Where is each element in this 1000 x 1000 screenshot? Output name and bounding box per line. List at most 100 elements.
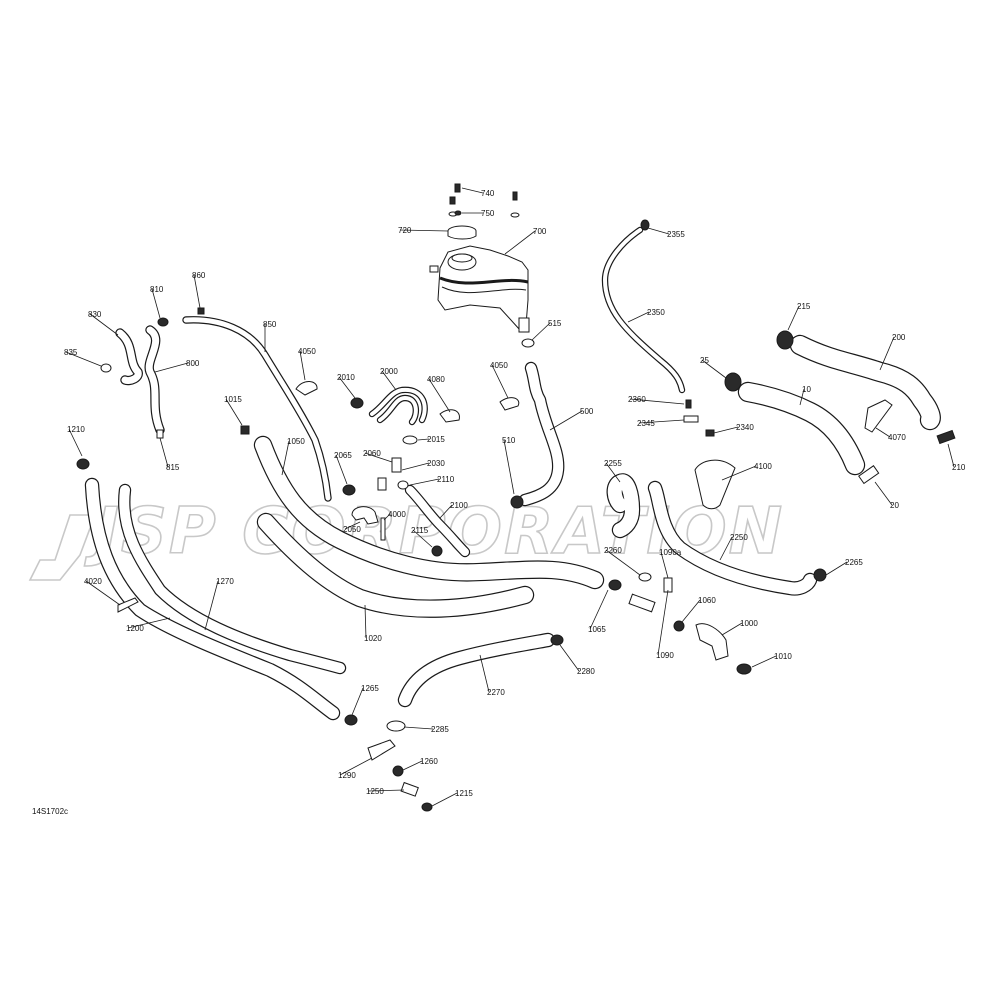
callout-4100[interactable]: 4100 [754,462,772,471]
bracket-4070 [864,399,893,433]
callout-1215[interactable]: 1215 [455,789,473,798]
hose-2250[interactable] [647,480,818,596]
callout-515[interactable]: 515 [548,319,562,328]
hose-850[interactable] [182,316,332,502]
callout-2355[interactable]: 2355 [667,230,685,239]
callout-1200[interactable]: 1200 [126,624,144,633]
callout-1020[interactable]: 1020 [364,634,382,643]
leader-2100 [439,504,453,519]
callout-510[interactable]: 510 [502,436,516,445]
callout-4050a[interactable]: 4050 [298,347,316,356]
callout-2360[interactable]: 2360 [628,395,646,404]
callout-2115[interactable]: 2115 [411,526,429,535]
callout-2260[interactable]: 2260 [604,546,622,555]
callout-4080[interactable]: 4080 [427,375,445,384]
callout-4050b[interactable]: 4050 [490,361,508,370]
callout-500[interactable]: 500 [580,407,594,416]
callout-1090[interactable]: 1090 [656,651,674,660]
callout-700[interactable]: 700 [533,227,547,236]
hose-1200[interactable] [84,477,341,721]
leader-1090 [657,589,669,656]
callout-2285[interactable]: 2285 [431,725,449,734]
reservoir-cap[interactable] [447,225,477,240]
hose-2255[interactable] [606,473,641,539]
hose-1050[interactable] [253,435,605,590]
callout-2060[interactable]: 2060 [363,449,381,458]
callout-200[interactable]: 200 [892,333,906,342]
callout-2340[interactable]: 2340 [736,423,754,432]
callout-1065[interactable]: 1065 [588,625,606,634]
callout-2265[interactable]: 2265 [845,558,863,567]
callout-2100[interactable]: 2100 [450,501,468,510]
callout-2050[interactable]: 2050 [343,525,361,534]
leader-1270 [204,580,219,631]
callout-25[interactable]: 25 [700,356,709,365]
callout-1010[interactable]: 1010 [774,652,792,661]
hose-2350[interactable] [601,226,686,394]
hose-1020[interactable] [256,512,535,618]
leader-4080 [428,378,451,413]
hose-200[interactable] [789,334,941,431]
callout-1050[interactable]: 1050 [287,437,305,446]
leader-835 [65,351,102,367]
leader-215 [787,305,800,331]
callout-2250[interactable]: 2250 [730,533,748,542]
callout-2030[interactable]: 2030 [427,459,445,468]
callout-850[interactable]: 850 [263,320,277,329]
clamp-515 [521,338,535,348]
callout-750[interactable]: 750 [481,209,495,218]
hose-800[interactable] [144,325,165,435]
callout-860[interactable]: 860 [192,271,206,280]
hose-10[interactable] [737,381,866,476]
callout-20[interactable]: 20 [890,501,899,510]
callout-1090a[interactable]: 1090a [659,548,682,557]
callout-10[interactable]: 10 [802,385,811,394]
callout-740[interactable]: 740 [481,189,495,198]
hose-clamps[interactable] [76,219,827,812]
callout-1270[interactable]: 1270 [216,577,234,586]
leader-1010 [751,655,777,668]
hose-500[interactable] [518,361,565,507]
callout-2280[interactable]: 2280 [577,667,595,676]
hose-2100[interactable] [404,484,471,558]
callout-2345[interactable]: 2345 [637,419,655,428]
leader-2010 [338,376,356,399]
callout-2000[interactable]: 2000 [380,367,398,376]
callout-2110[interactable]: 2110 [437,475,455,484]
coolant-reservoir[interactable] [429,245,530,333]
callout-1265[interactable]: 1265 [361,684,379,693]
callout-1290[interactable]: 1290 [338,771,356,780]
callout-215[interactable]: 215 [797,302,811,311]
hose-2000[interactable] [368,386,428,426]
callout-4020[interactable]: 4020 [84,577,102,586]
hose-2270[interactable] [397,632,556,708]
leader-720 [399,229,449,232]
bolts-and-washers[interactable] [448,183,520,218]
callout-4070[interactable]: 4070 [888,433,906,442]
callout-1060[interactable]: 1060 [698,596,716,605]
callout-1000[interactable]: 1000 [740,619,758,628]
callout-4000[interactable]: 4000 [388,510,406,519]
callout-810[interactable]: 810 [150,285,164,294]
callout-2010[interactable]: 2010 [337,373,355,382]
callout-830[interactable]: 830 [88,310,102,319]
callout-1210[interactable]: 1210 [67,425,85,434]
callout-1250[interactable]: 1250 [366,787,384,796]
callout-2065[interactable]: 2065 [334,451,352,460]
fittings[interactable] [117,307,956,797]
leader-lines [65,187,955,807]
callout-2270[interactable]: 2270 [487,688,505,697]
callout-835[interactable]: 835 [64,348,78,357]
callout-720[interactable]: 720 [398,226,412,235]
callout-1260[interactable]: 1260 [420,757,438,766]
callout-800[interactable]: 800 [186,359,200,368]
hose-830[interactable] [115,328,143,386]
callout-2255[interactable]: 2255 [604,459,622,468]
callout-210[interactable]: 210 [952,463,966,472]
callout-1015[interactable]: 1015 [224,395,242,404]
callout-2350[interactable]: 2350 [647,308,665,317]
hose-1270[interactable] [118,483,347,675]
fitting-2060 [391,457,402,473]
callout-815[interactable]: 815 [166,463,180,472]
callout-2015[interactable]: 2015 [427,435,445,444]
